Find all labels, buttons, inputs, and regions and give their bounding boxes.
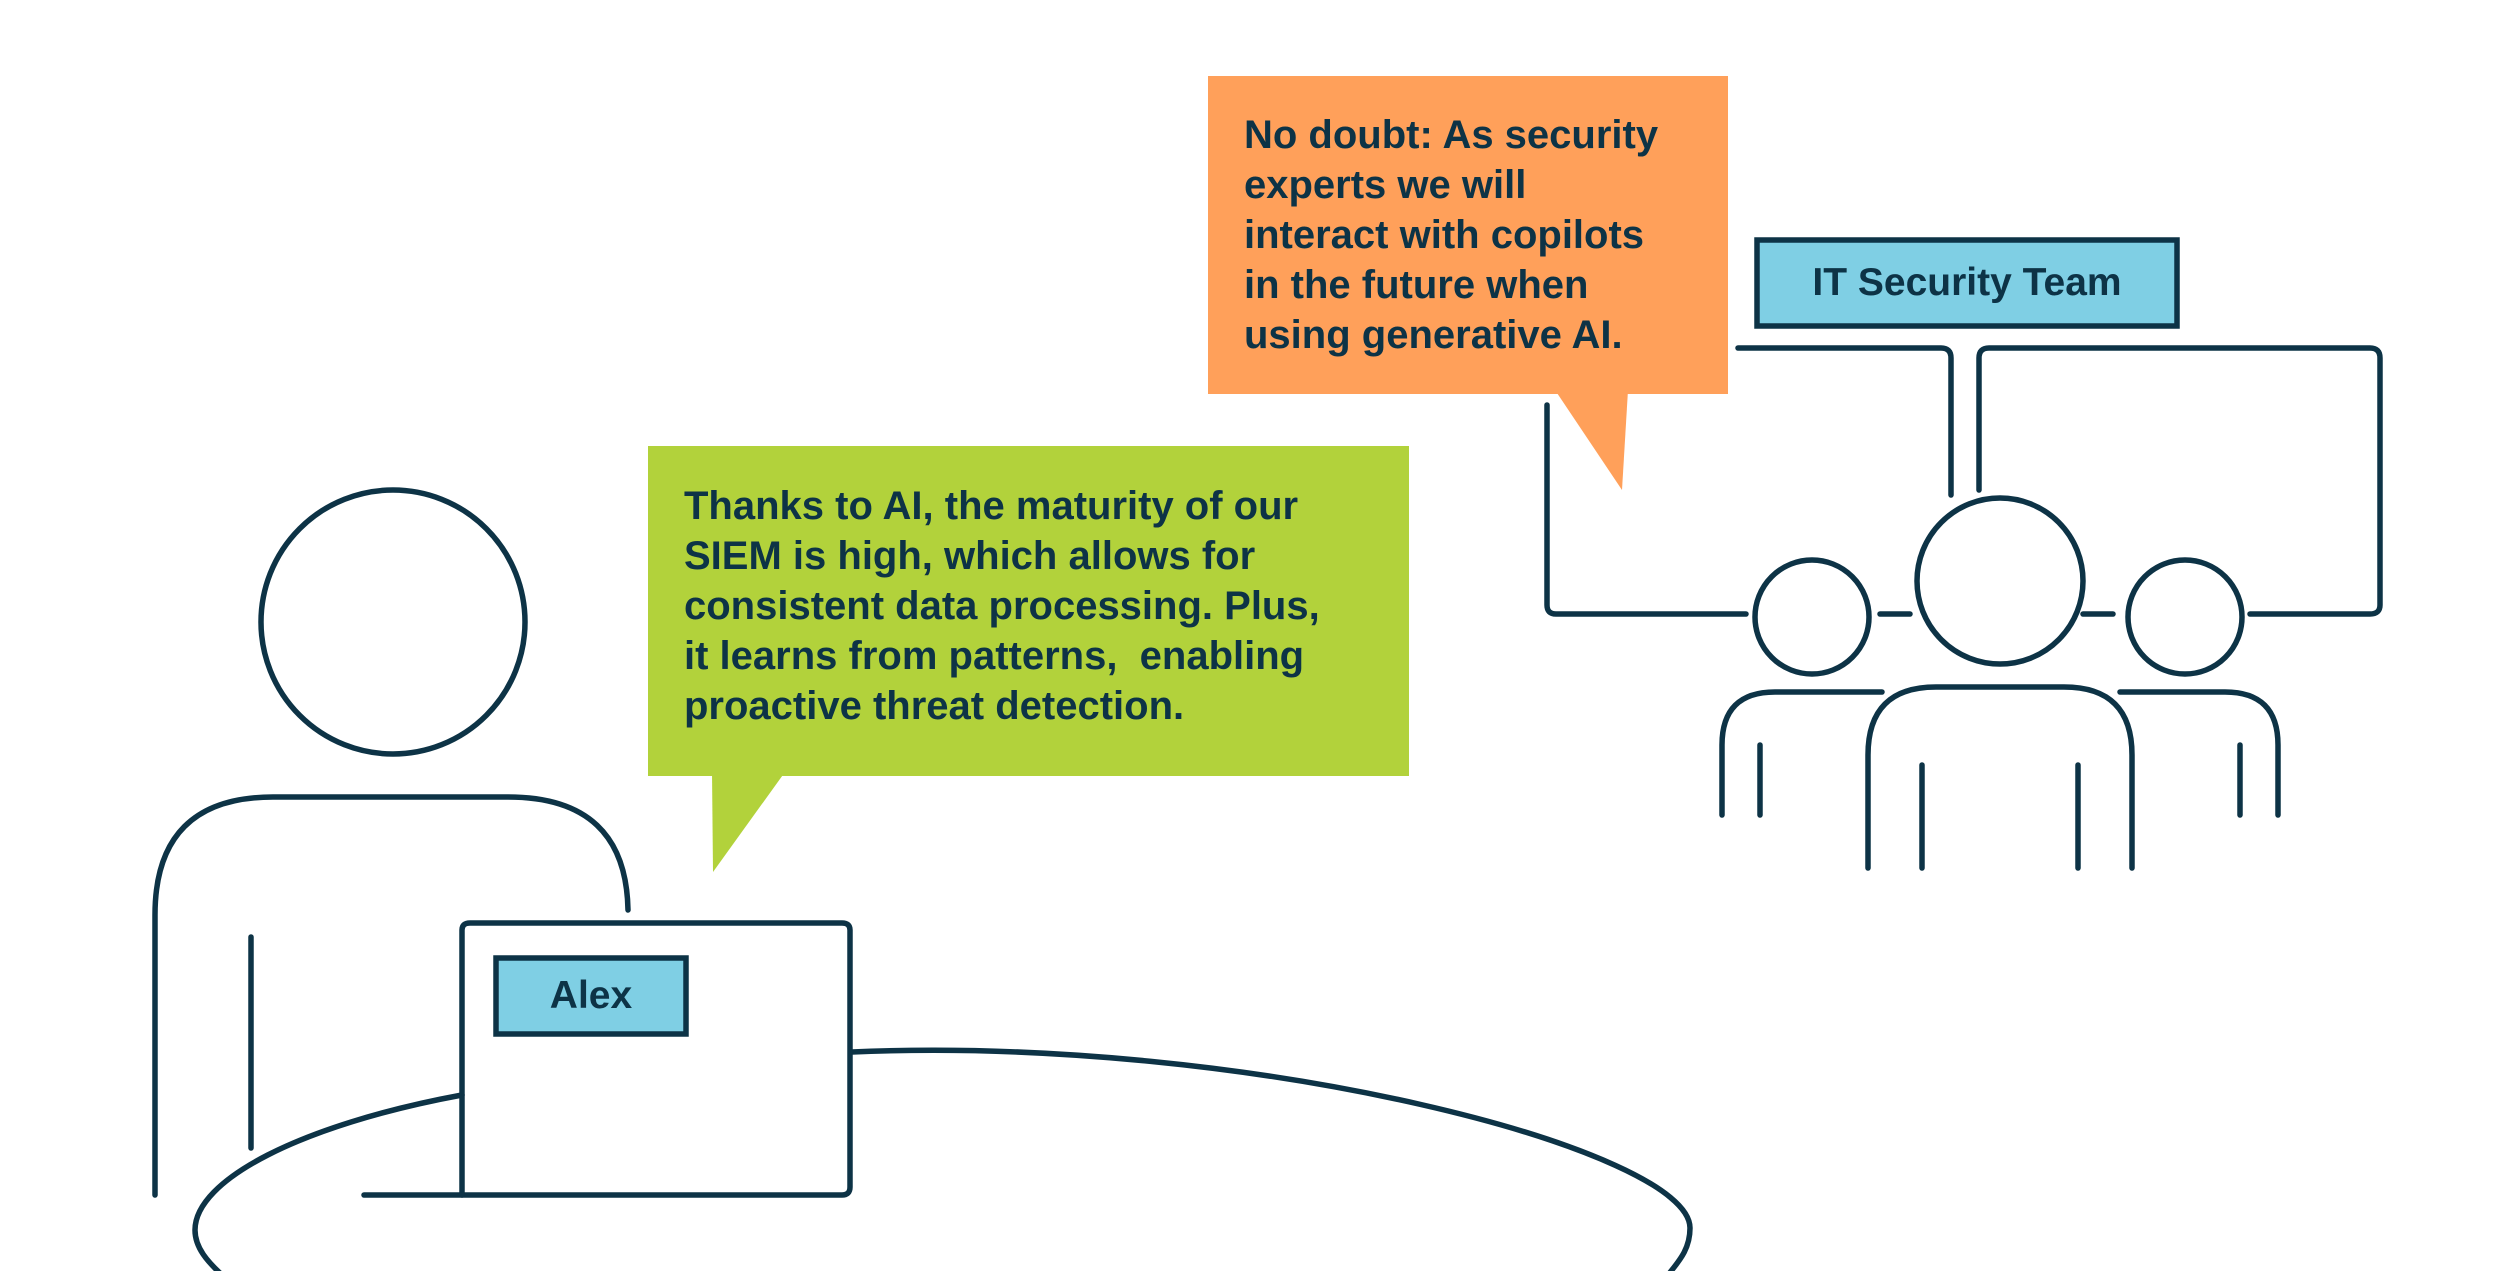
table-top — [192, 1047, 1693, 1271]
team-connector-right — [1976, 345, 2383, 617]
team-speech-line: interact with copilots — [1244, 213, 1645, 257]
laptop-screen — [459, 920, 853, 1198]
team-bubble-tail — [1555, 390, 1628, 490]
alex-name-tag-box — [493, 955, 689, 1037]
team-member-right — [2117, 557, 2281, 818]
team-connector-top-left — [1735, 345, 1954, 498]
alex-speech-text: Thanks to AI, the maturity of our SIEM i… — [684, 481, 1320, 731]
team-member-center-body — [1865, 684, 2135, 871]
alex-speech-line: consistent data processing. Plus, — [684, 584, 1320, 628]
team-member-right-head — [2125, 557, 2245, 677]
team-bubble-body — [1208, 76, 1728, 394]
alex-speech-bubble — [648, 446, 1409, 872]
laptop — [361, 920, 853, 1198]
team-member-center — [1865, 495, 2135, 871]
alex-speech-line: Thanks to AI, the maturity of our — [684, 484, 1299, 528]
alex-name-tag: Alex — [549, 974, 633, 1017]
alex-speech-line: it learns from patterns, enabling — [684, 634, 1305, 678]
team-connector-left — [1544, 402, 1749, 617]
team-speech-line: experts we will — [1244, 163, 1527, 207]
team-connector-lines — [1544, 345, 2383, 617]
alex-bubble-body — [648, 446, 1409, 776]
team-member-right-body — [2117, 689, 2281, 818]
alex-speech-line: SIEM is high, which allows for — [684, 534, 1256, 578]
team-speech-text: No doubt: As security experts we will in… — [1244, 110, 1658, 360]
alex-speech-line: proactive threat detection. — [684, 684, 1185, 728]
team-member-left — [1719, 557, 1885, 818]
alex-body — [152, 794, 631, 1198]
alex-bubble-tail — [712, 772, 785, 872]
alex-person — [152, 487, 631, 1198]
team-speech-line: using generative AI. — [1244, 313, 1623, 357]
team-name-tag-box — [1754, 237, 2180, 329]
team-member-left-head — [1752, 557, 1872, 677]
team-speech-line: in the future when — [1244, 263, 1589, 307]
team-name-tag: IT Security Team — [1812, 261, 2122, 304]
team-speech-line: No doubt: As security — [1244, 113, 1659, 157]
team-member-left-body — [1719, 689, 1885, 818]
table — [192, 1047, 1693, 1271]
alex-head — [258, 487, 528, 757]
team-speech-bubble — [1208, 76, 1728, 490]
team-member-center-head — [1914, 495, 2086, 667]
